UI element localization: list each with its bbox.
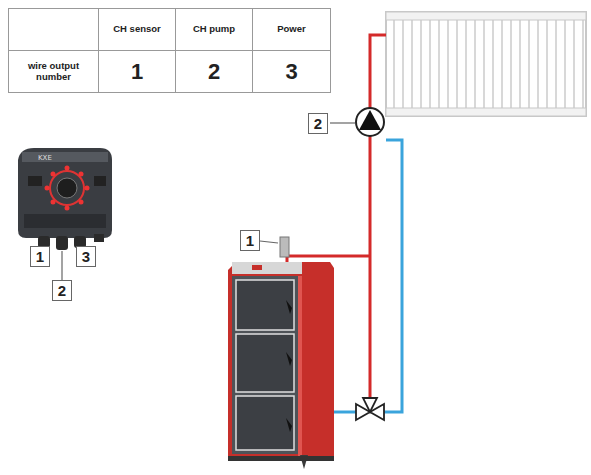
cell-text: 3 — [281, 59, 301, 84]
cell-text: Power — [273, 24, 310, 35]
pump-symbol — [330, 108, 384, 136]
radiator — [386, 12, 586, 116]
table-grid — [9, 9, 331, 93]
valve-symbol — [356, 398, 384, 420]
callout-number: 1 — [36, 248, 44, 265]
cell-text: wire output number — [9, 61, 98, 83]
table-cell: 2 — [176, 51, 252, 92]
callout-number: 2 — [58, 282, 66, 299]
callout-box: 2 — [308, 113, 328, 134]
cell-text: 2 — [204, 59, 224, 84]
table-cell: CH sensor — [99, 9, 175, 50]
ch-sensor — [280, 237, 289, 257]
cell-text: CH sensor — [109, 24, 165, 35]
callout-box: 3 — [76, 246, 96, 267]
callout-number: 1 — [246, 232, 254, 249]
table-cell: 1 — [99, 51, 175, 92]
svg-text:KXE: KXE — [38, 154, 52, 162]
callout-box: 1 — [240, 230, 260, 251]
cell-text: 1 — [127, 59, 147, 84]
controller: KXE — [18, 148, 112, 250]
table-cell: Power — [253, 9, 330, 50]
callout-box: 2 — [52, 280, 72, 301]
cell-text: CH pump — [189, 24, 239, 35]
callout-box: 1 — [30, 246, 50, 267]
callout-number: 2 — [314, 115, 322, 132]
table-cell: wire output number — [9, 51, 98, 92]
table-cell: CH pump — [176, 9, 252, 50]
callout-number: 3 — [82, 248, 90, 265]
table-cell: 3 — [253, 51, 330, 92]
boiler — [228, 237, 334, 469]
